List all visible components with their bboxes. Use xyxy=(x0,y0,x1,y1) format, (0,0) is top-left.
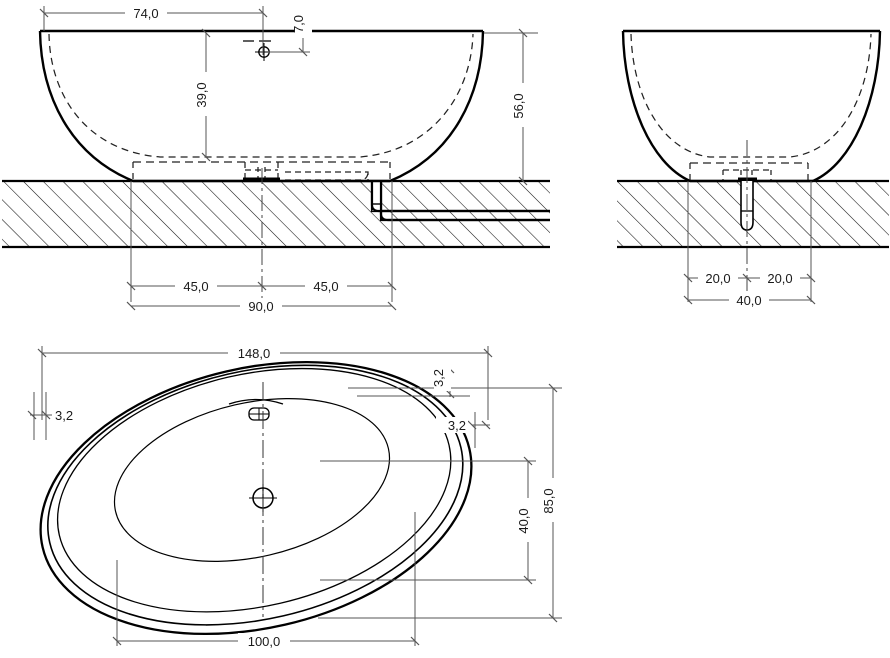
dimension-40-side: 40,0 xyxy=(683,292,816,308)
dimension-56: 56,0 xyxy=(484,28,538,186)
dimension-label-85: 85,0 xyxy=(541,488,556,513)
dimension-45-right: 45,0 xyxy=(262,278,397,294)
view-plan: 148,0 3,2 3,2 3 xyxy=(27,345,562,649)
tub-body-side xyxy=(621,29,882,183)
dimension-extension-front xyxy=(130,181,393,302)
dimension-label-20-left: 20,0 xyxy=(705,271,730,286)
dimension-label-39: 39,0 xyxy=(194,82,209,107)
tub-inner-basin-plan xyxy=(113,398,391,562)
dimension-label-7: 7,0 xyxy=(291,15,306,33)
dimension-label-148: 148,0 xyxy=(238,346,271,361)
dimension-32-left: 3,2 xyxy=(27,392,82,440)
dimension-label-90: 90,0 xyxy=(248,299,273,314)
dimension-45-left: 45,0 xyxy=(126,278,267,294)
dimension-label-45-left: 45,0 xyxy=(183,279,208,294)
overflow-plan xyxy=(228,398,284,421)
dimension-label-32-upper-right: 3,2 xyxy=(431,369,446,387)
dimension-148: 148,0 xyxy=(37,345,493,420)
dimension-label-74: 74,0 xyxy=(133,6,158,21)
tub-inner-basin-front xyxy=(48,33,474,158)
dimension-20-right: 20,0 xyxy=(747,270,816,286)
dimension-label-32-right: 3,2 xyxy=(448,418,466,433)
dimension-label-40-plan: 40,0 xyxy=(516,508,531,533)
dimension-label-40-side: 40,0 xyxy=(736,293,761,308)
drain-pipe-front xyxy=(370,181,550,222)
dimension-label-45-right: 45,0 xyxy=(313,279,338,294)
dimension-32-upper-right: 3,2 xyxy=(348,359,470,399)
tub-outer-rim-plan xyxy=(39,360,473,636)
tub-inner-basin-side xyxy=(630,33,872,158)
dimension-label-20-right: 20,0 xyxy=(767,271,792,286)
dimension-74: 74,0 xyxy=(39,5,268,55)
floor-slab-front xyxy=(2,179,550,249)
dimension-39: 39,0 xyxy=(194,28,215,162)
dimension-100: 100,0 xyxy=(112,512,420,649)
view-front-elevation: 74,0 7,0 39,0 56,0 xyxy=(2,4,550,314)
tub-body-front xyxy=(38,29,485,183)
dimension-label-56: 56,0 xyxy=(511,93,526,118)
dimension-32-right: 3,2 xyxy=(436,412,491,448)
dimension-85: 85,0 xyxy=(318,383,562,623)
dimension-label-32-left: 3,2 xyxy=(55,408,73,423)
dimension-label-100: 100,0 xyxy=(248,634,281,649)
dimension-90: 90,0 xyxy=(126,298,397,314)
view-side-elevation: 20,0 20,0 40,0 xyxy=(617,29,889,308)
dimension-extension-side xyxy=(687,181,812,302)
dimension-40-plan: 40,0 xyxy=(320,456,537,585)
dimension-7: 7,0 xyxy=(268,4,312,57)
